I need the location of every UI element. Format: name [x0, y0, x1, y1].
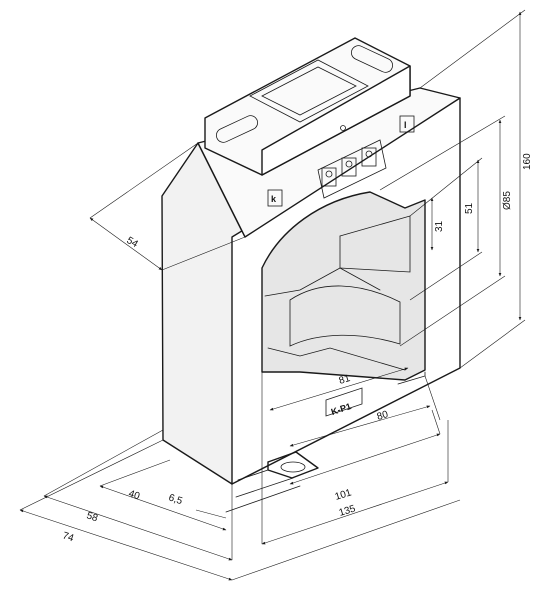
terminal-window: [249, 59, 369, 123]
terminal-l-box: [399, 115, 415, 133]
opening-steps: [264, 215, 411, 371]
dim-81: 81: [338, 373, 352, 387]
dim-80: 80: [376, 409, 390, 423]
dim-160: 160: [522, 153, 533, 170]
terminal-l-label: l: [404, 120, 407, 130]
dim-58: 58: [85, 510, 99, 524]
dim-51: 51: [464, 202, 475, 214]
dimension-labels: 160 Ø85 51 31 54 81 80 101 135 6,5 40 58…: [61, 153, 533, 545]
dim-135: 135: [338, 503, 358, 519]
terminal-window-inner: [261, 66, 357, 116]
dimension-lines: [19, 9, 526, 581]
transformer-body: k l K-P1: [161, 37, 461, 513]
terminal-k-label: k: [271, 194, 277, 204]
dim-74: 74: [61, 530, 75, 544]
screw-terminals: [317, 125, 387, 199]
slot-right: [351, 45, 393, 73]
slot-left: [216, 115, 258, 143]
dim-6-5: 6,5: [167, 492, 184, 507]
dim-85: Ø85: [502, 191, 513, 210]
terminal-k-box: [267, 189, 283, 207]
top-housing-front: [261, 65, 411, 176]
dim-101: 101: [334, 487, 354, 503]
dim-31: 31: [434, 220, 445, 232]
dim-40: 40: [127, 488, 141, 502]
dim-54: 54: [125, 235, 141, 250]
